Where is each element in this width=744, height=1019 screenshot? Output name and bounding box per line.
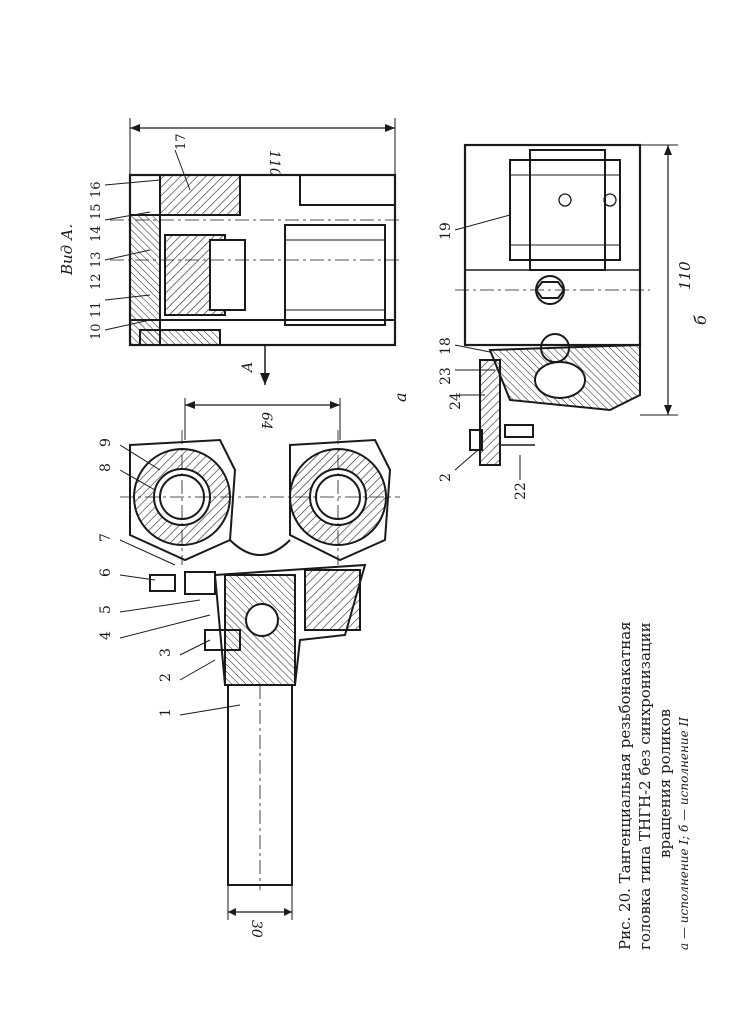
part-number-8: 8 bbox=[98, 463, 114, 472]
caption-line-3: вращения роликов bbox=[656, 709, 674, 858]
part-number-14: 14 bbox=[89, 225, 104, 242]
view-a-section bbox=[104, 118, 400, 385]
caption-line-2: головка типа ТНГН-2 без синхронизации bbox=[636, 622, 654, 950]
part-number-15: 15 bbox=[89, 203, 104, 220]
part-number-7: 7 bbox=[98, 533, 114, 542]
part-number-11: 11 bbox=[89, 301, 104, 318]
part-number-4: 4 bbox=[98, 631, 114, 640]
part-number-22: 22 bbox=[513, 482, 529, 500]
part-number-23: 23 bbox=[438, 367, 454, 385]
part-number-1: 1 bbox=[158, 708, 174, 717]
part-number-17: 17 bbox=[174, 133, 189, 150]
part-number-13: 13 bbox=[89, 251, 104, 268]
main-dimension-rollers: 64 bbox=[258, 412, 274, 430]
view-a-label: Вид А. bbox=[58, 224, 76, 276]
part-number-18: 18 bbox=[438, 337, 454, 355]
part-number-5: 5 bbox=[98, 605, 114, 614]
part-number-12: 12 bbox=[89, 273, 104, 290]
view-a-panel-letter: а bbox=[391, 392, 410, 402]
caption-line-1: Рис. 20. Тангенциальная резьбонакатная bbox=[616, 621, 634, 950]
part-number-6: 6 bbox=[98, 568, 114, 577]
part-number-19: 19 bbox=[438, 222, 454, 240]
part-number-2b: 2 bbox=[438, 473, 454, 482]
main-dimension-shank: 30 bbox=[248, 920, 264, 938]
part-number-3: 3 bbox=[158, 648, 174, 657]
view-a-dimension: 110 bbox=[266, 150, 282, 177]
part-number-16: 16 bbox=[89, 181, 104, 198]
part-number-9: 9 bbox=[98, 438, 114, 447]
view-b-panel-letter: б bbox=[691, 315, 710, 325]
part-number-24: 24 bbox=[448, 392, 464, 410]
part-number-2: 2 bbox=[158, 673, 174, 682]
caption-subtitle: а — исполнение I; б — исполнение II bbox=[677, 717, 691, 950]
view-main-section bbox=[119, 398, 400, 920]
view-a-arrow-label: A bbox=[240, 362, 256, 374]
view-b-dimension: 110 bbox=[676, 261, 694, 290]
part-number-10: 10 bbox=[89, 323, 104, 340]
view-b-section bbox=[454, 143, 678, 480]
